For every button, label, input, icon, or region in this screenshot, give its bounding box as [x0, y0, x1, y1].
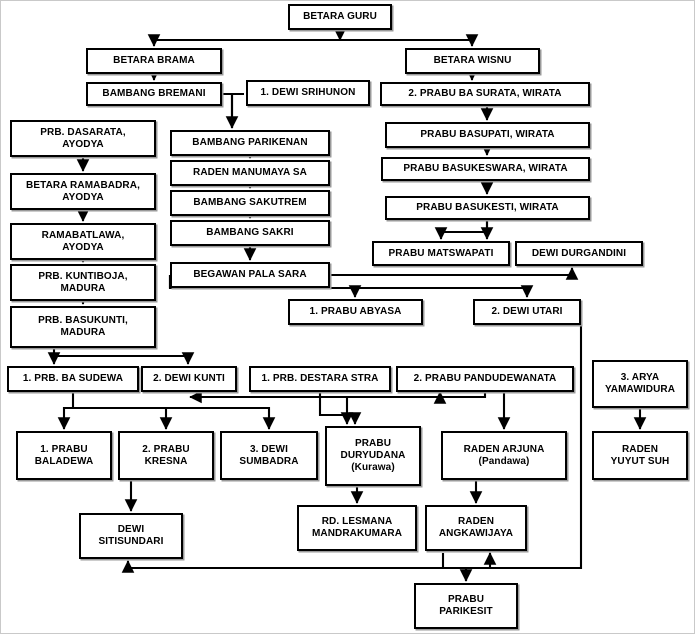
node-bambang-bremani[interactable]: BAMBANG BREMANI — [86, 82, 222, 106]
node-prabu-baladewa[interactable]: 1. PRABU BALADEWA — [16, 431, 112, 480]
node-label: 1. PRABU BALADEWA — [34, 443, 94, 467]
node-label: RAMABATLAWA, AYODYA — [41, 229, 125, 253]
node-dewi-srihunon[interactable]: 1. DEWI SRIHUNON — [246, 80, 370, 106]
node-label: BETARA WISNU — [433, 55, 512, 66]
node-bambang-parikenan[interactable]: BAMBANG PARIKENAN — [170, 130, 330, 156]
node-label: BETARA GURU — [303, 11, 377, 22]
node-dewi-sumbadra[interactable]: 3. DEWI SUMBADRA — [220, 431, 318, 480]
node-raden-manumayasa[interactable]: RADEN MANUMAYA SA — [170, 160, 330, 186]
node-label: BEGAWAN PALA SARA — [193, 269, 307, 280]
node-label: 1. DEWI SRIHUNON — [260, 87, 356, 98]
node-label: 2. PRABU KRESNA — [142, 443, 190, 467]
node-prb-destarastra[interactable]: 1. PRB. DESTARA STRA — [249, 366, 391, 392]
node-prabu-matswapati[interactable]: PRABU MATSWAPATI — [372, 241, 510, 266]
node-bambang-sakutrem[interactable]: BAMBANG SAKUTREM — [170, 190, 330, 216]
node-betara-ramabadra[interactable]: BETARA RAMABADRA, AYODYA — [10, 173, 156, 210]
node-label: RADEN MANUMAYA SA — [193, 167, 307, 178]
node-label: PRABU DURYUDANA (Kurawa) — [340, 438, 406, 473]
node-label: 2. PRABU BA SURATA, WIRATA — [408, 88, 562, 99]
node-label: RADEN ARJUNA (Pandawa) — [463, 443, 545, 467]
node-label: 1. PRABU ABYASA — [309, 306, 402, 317]
node-label: PRB. BASUKUNTI, MADURA — [38, 315, 128, 338]
node-label: PRABU BASUPATI, WIRATA — [420, 129, 555, 140]
node-prabu-kresna[interactable]: 2. PRABU KRESNA — [118, 431, 214, 480]
node-label: 3. DEWI SUMBADRA — [239, 443, 299, 467]
node-prb-dasarata[interactable]: PRB. DASARATA, AYODYA — [10, 120, 156, 157]
node-raden-angkawijaya[interactable]: RADEN ANGKAWIJAYA — [425, 505, 527, 551]
node-prabu-basukeswara[interactable]: PRABU BASUKESWARA, WIRATA — [381, 157, 590, 181]
node-betara-guru[interactable]: BETARA GURU — [288, 4, 392, 30]
node-raden-arjuna[interactable]: RADEN ARJUNA (Pandawa) — [441, 431, 567, 480]
node-dewi-sitisundari[interactable]: DEWI SITISUNDARI — [79, 513, 183, 559]
node-begawan-palasara[interactable]: BEGAWAN PALA SARA — [170, 262, 330, 288]
node-dewi-durgandini[interactable]: DEWI DURGANDINI — [515, 241, 643, 266]
node-prabu-ba-surata[interactable]: 2. PRABU BA SURATA, WIRATA — [380, 82, 590, 106]
node-label: PRABU BASUKESTI, WIRATA — [416, 202, 559, 213]
node-rd-lesmana[interactable]: RD. LESMANA MANDRAKUMARA — [297, 505, 417, 551]
node-label: RD. LESMANA MANDRAKUMARA — [311, 516, 403, 539]
node-ramabatlawa[interactable]: RAMABATLAWA, AYODYA — [10, 223, 156, 260]
node-label: BAMBANG SAKUTREM — [193, 197, 307, 208]
node-label: 2. DEWI KUNTI — [153, 373, 225, 384]
node-label: PRABU BASUKESWARA, WIRATA — [403, 163, 568, 174]
node-betara-brama[interactable]: BETARA BRAMA — [86, 48, 222, 74]
node-label: 1. PRB. DESTARA STRA — [261, 373, 379, 384]
node-prabu-basupati[interactable]: PRABU BASUPATI, WIRATA — [385, 122, 590, 148]
node-prabu-duryudana[interactable]: PRABU DURYUDANA (Kurawa) — [325, 426, 421, 486]
node-prb-kuntiboja[interactable]: PRB. KUNTIBOJA, MADURA — [10, 264, 156, 301]
node-prb-ba-sudewa[interactable]: 1. PRB. BA SUDEWA — [7, 366, 139, 392]
node-label: BETARA BRAMA — [113, 55, 195, 66]
node-label: PRABU MATSWAPATI — [388, 247, 494, 259]
node-prabu-pandudewanata[interactable]: 2. PRABU PANDUDEWANATA — [396, 366, 574, 392]
node-label: PRB. KUNTIBOJA, MADURA — [38, 270, 128, 294]
node-prabu-parikesit[interactable]: PRABU PARIKESIT — [414, 583, 518, 629]
node-label: BETARA RAMABADRA, AYODYA — [26, 179, 140, 203]
node-label: 1. PRB. BA SUDEWA — [22, 373, 124, 384]
node-label: 3. ARYA YAMAWIDURA — [604, 372, 676, 395]
node-label: 2. DEWI UTARI — [491, 306, 563, 317]
node-arya-yamawidura[interactable]: 3. ARYA YAMAWIDURA — [592, 360, 688, 408]
node-label: 2. PRABU PANDUDEWANATA — [413, 373, 557, 384]
node-prabu-abyasa[interactable]: 1. PRABU ABYASA — [288, 299, 423, 325]
node-prabu-basukesti[interactable]: PRABU BASUKESTI, WIRATA — [385, 196, 590, 220]
node-dewi-kunti[interactable]: 2. DEWI KUNTI — [141, 366, 237, 392]
node-label: RADEN ANGKAWIJAYA — [438, 516, 514, 539]
node-prb-basukunti[interactable]: PRB. BASUKUNTI, MADURA — [10, 306, 156, 348]
node-label: BAMBANG BREMANI — [102, 88, 206, 99]
node-bambang-sakri[interactable]: BAMBANG SAKRI — [170, 220, 330, 246]
node-label: PRABU PARIKESIT — [439, 594, 493, 617]
node-label: DEWI DURGANDINI — [531, 247, 627, 259]
node-label: PRB. DASARATA, AYODYA — [40, 126, 126, 150]
node-betara-wisnu[interactable]: BETARA WISNU — [405, 48, 540, 74]
node-label: RADEN YUYUT SUH — [610, 443, 670, 467]
node-label: DEWI SITISUNDARI — [98, 524, 164, 547]
node-label: BAMBANG PARIKENAN — [192, 137, 308, 148]
node-label: BAMBANG SAKRI — [206, 227, 294, 238]
node-dewi-utari[interactable]: 2. DEWI UTARI — [473, 299, 581, 325]
node-raden-yuyutsuh[interactable]: RADEN YUYUT SUH — [592, 431, 688, 480]
